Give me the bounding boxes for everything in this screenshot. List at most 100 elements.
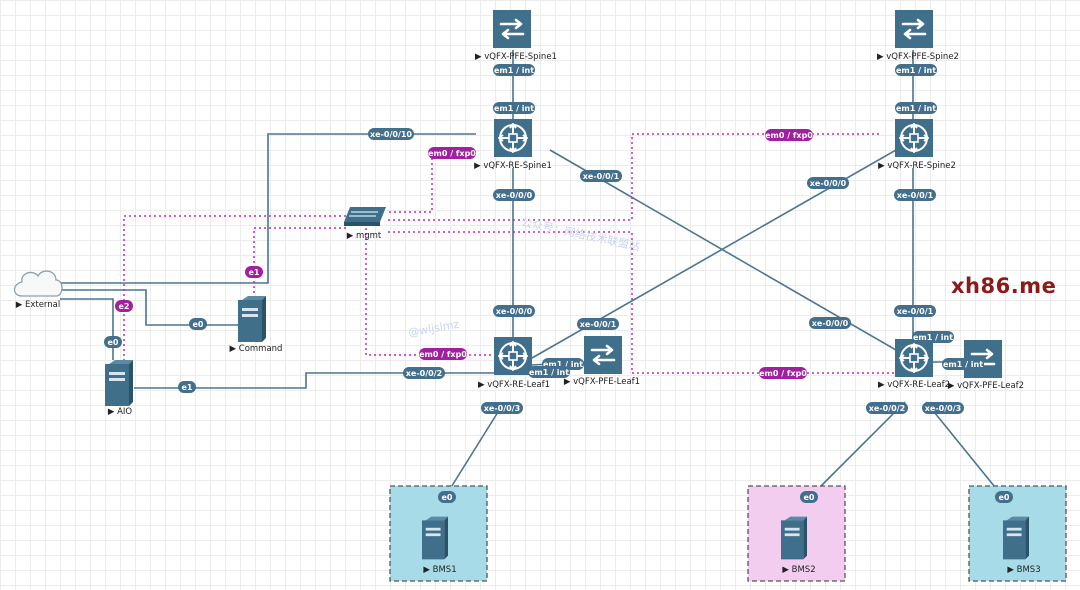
svg-text:em0 / fxp0: em0 / fxp0 <box>419 350 467 359</box>
bms3-label: ▶ BMS3 <box>1007 565 1040 575</box>
port-pill: em1 / int <box>895 102 937 114</box>
spine1-re-label: ▶ vQFX-RE-Spine1 <box>474 161 552 171</box>
spine2-pfe-node[interactable]: ▶ vQFX-PFE-Spine2 <box>877 10 959 62</box>
spine1-pfe-node[interactable]: ▶ vQFX-PFE-Spine1 <box>475 10 557 62</box>
external-label: ▶ External <box>16 300 61 310</box>
mgmt-port-pill: em0 / fxp0 <box>759 367 807 379</box>
link-external-spine1 <box>60 133 476 284</box>
port-pill: em1 / int <box>912 331 954 343</box>
svg-text:em1 / int: em1 / int <box>543 360 583 369</box>
svg-text:em0 / fxp0: em0 / fxp0 <box>765 131 813 140</box>
mgmt-port-pill: e2 <box>115 300 133 312</box>
port-pill: em1 / int <box>493 102 535 114</box>
bms1-label: ▶ BMS1 <box>423 565 456 575</box>
svg-text:e1: e1 <box>182 383 193 392</box>
mgmt-link-spine2 <box>388 133 880 221</box>
bms2-label: ▶ BMS2 <box>782 565 815 575</box>
svg-text:e2: e2 <box>119 302 130 311</box>
leaf2-re-node[interactable]: ▶ vQFX-RE-Leaf2 <box>878 339 950 390</box>
svg-text:em1 / int: em1 / int <box>913 333 953 342</box>
svg-text:e1: e1 <box>249 268 260 277</box>
port-pill: xe-0/0/0 <box>807 177 849 189</box>
svg-text:em0 / fxp0: em0 / fxp0 <box>759 369 807 378</box>
port-pill: em1 / int <box>493 64 535 76</box>
port-pill: em1 / int <box>895 64 937 76</box>
leaf2-pfe-node[interactable]: ▶ vQFX-PFE-Leaf2 <box>948 340 1024 391</box>
link-leaf2-bms2 <box>809 401 906 498</box>
leaf2-re-label: ▶ vQFX-RE-Leaf2 <box>878 380 950 390</box>
leaf1-pfe-node[interactable]: ▶ vQFX-PFE-Leaf1 <box>564 336 640 387</box>
svg-text:em1 / int: em1 / int <box>943 360 983 369</box>
link-aio-leaf1 <box>134 372 494 389</box>
site-watermark: xh86.me <box>951 274 1057 298</box>
svg-text:xe-0/0/0: xe-0/0/0 <box>496 191 533 200</box>
svg-text:xe-0/0/1: xe-0/0/1 <box>583 172 620 181</box>
link-leaf2-bms3 <box>925 401 1004 498</box>
leaf1-re-node[interactable]: ▶ vQFX-RE-Leaf1 <box>478 337 550 390</box>
svg-text:em0 / fxp0: em0 / fxp0 <box>428 149 476 158</box>
port-pill: xe-0/0/0 <box>493 189 535 201</box>
mgmt-port-pill: em0 / fxp0 <box>419 348 467 360</box>
mgmt-link-aio <box>123 215 346 368</box>
bms3-node[interactable]: ▶ BMS3 <box>968 485 1067 582</box>
bms1-node[interactable]: ▶ BMS1 <box>389 485 488 582</box>
port-pill: xe-0/0/3 <box>922 402 964 414</box>
svg-text:em1 / int: em1 / int <box>494 104 534 113</box>
port-pill: xe-0/0/2 <box>866 402 908 414</box>
port-pill: e0 <box>189 318 207 330</box>
port-pill: xe-0/0/1 <box>577 318 619 330</box>
link-external-aio <box>60 298 114 360</box>
command-node[interactable]: ▶ Command <box>230 296 283 354</box>
svg-text:e0: e0 <box>999 493 1010 502</box>
aio-label: ▶ AIO <box>108 407 133 417</box>
mgmt-switch[interactable]: ▶ mgmt <box>344 207 386 241</box>
mgmt-port-pill: em0 / fxp0 <box>428 147 476 159</box>
svg-text:xe-0/0/2: xe-0/0/2 <box>869 404 905 413</box>
svg-text:xe-0/0/1: xe-0/0/1 <box>580 320 617 329</box>
svg-text:xe-0/0/3: xe-0/0/3 <box>925 404 961 413</box>
port-pill: xe-0/0/0 <box>809 317 851 329</box>
bms2-node[interactable]: ▶ BMS2 <box>747 485 846 582</box>
port-pill: e0 <box>438 491 456 503</box>
svg-text:xe-0/0/1: xe-0/0/1 <box>897 307 934 316</box>
port-pill: em1 / int <box>942 358 984 370</box>
aio-node[interactable]: ▶ AIO <box>105 360 133 417</box>
port-pill: xe-0/0/0 <box>493 305 535 317</box>
port-pill: xe-0/0/1 <box>894 189 936 201</box>
port-pill: e1 <box>178 381 196 393</box>
spine1-re-node[interactable]: ▶ vQFX-RE-Spine1 <box>474 119 552 171</box>
data-links <box>60 50 1004 498</box>
port-pill: xe-0/0/2 <box>403 367 445 379</box>
svg-text:e0: e0 <box>108 338 119 347</box>
port-pill: xe-0/0/10 <box>368 128 414 140</box>
leaf2-pfe-label: ▶ vQFX-PFE-Leaf2 <box>948 381 1024 391</box>
link-external-command <box>60 289 244 326</box>
port-pill: em1 / int <box>528 366 570 378</box>
svg-text:e0: e0 <box>804 493 815 502</box>
svg-text:em1 / int: em1 / int <box>896 66 936 75</box>
leaf1-pfe-label: ▶ vQFX-PFE-Leaf1 <box>564 377 640 387</box>
svg-text:xe-0/0/3: xe-0/0/3 <box>484 404 520 413</box>
port-pill: xe-0/0/3 <box>481 402 523 414</box>
command-label: ▶ Command <box>230 344 283 354</box>
svg-text:xe-0/0/0: xe-0/0/0 <box>812 319 849 328</box>
svg-text:e0: e0 <box>193 320 204 329</box>
mgmt-port-pill: em0 / fxp0 <box>765 129 813 141</box>
svg-text:xe-0/0/0: xe-0/0/0 <box>496 307 533 316</box>
svg-text:xe-0/0/10: xe-0/0/10 <box>370 130 412 139</box>
svg-text:xe-0/0/0: xe-0/0/0 <box>810 179 847 188</box>
port-pill: e0 <box>104 336 122 348</box>
spine2-re-node[interactable]: ▶ vQFX-RE-Spine2 <box>878 119 956 171</box>
svg-text:xe-0/0/1: xe-0/0/1 <box>897 191 934 200</box>
mgmt-label: ▶ mgmt <box>347 231 382 241</box>
mgmt-port-pill: e1 <box>245 266 263 278</box>
leaf1-re-label: ▶ vQFX-RE-Leaf1 <box>478 380 550 390</box>
mgmt-port-labels: em0 / fxp0 em0 / fxp0 em0 / fxp0 em0 / f… <box>115 129 813 379</box>
port-pill: e0 <box>995 491 1013 503</box>
external-cloud[interactable]: ▶ External <box>13 270 63 310</box>
svg-text:em1 / int: em1 / int <box>494 66 534 75</box>
mgmt-link-spine1 <box>388 151 476 213</box>
spine2-re-label: ▶ vQFX-RE-Spine2 <box>878 161 956 171</box>
svg-text:em1 / int: em1 / int <box>529 368 569 377</box>
